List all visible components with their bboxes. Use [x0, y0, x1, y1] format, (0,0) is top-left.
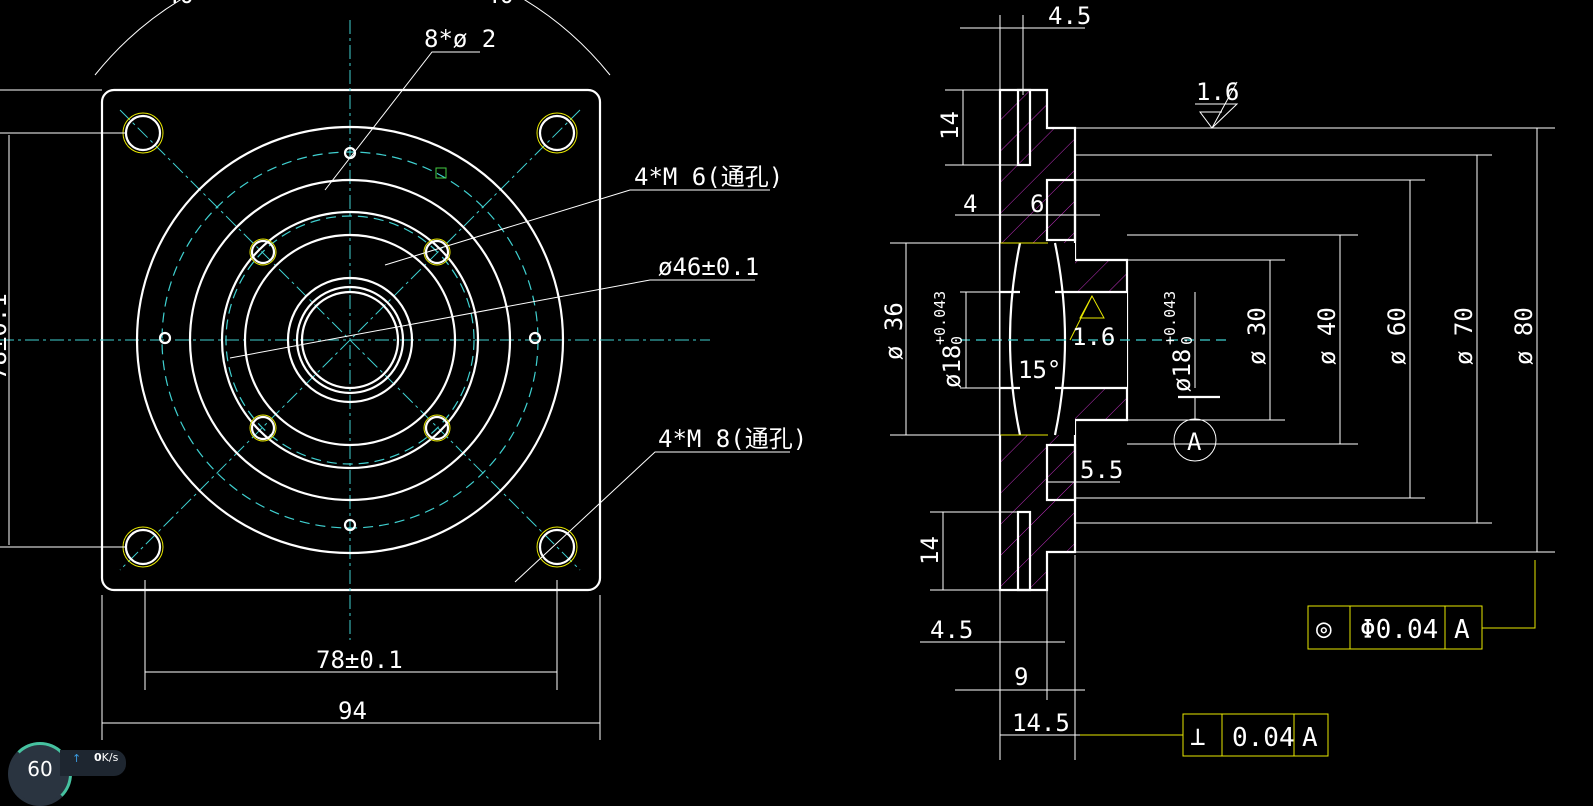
dim-d70: ø 70	[1450, 307, 1478, 365]
concentricity-leader	[1482, 560, 1536, 629]
chamfer-circle	[286, 276, 414, 404]
dim-5-5: 5.5	[1080, 456, 1123, 484]
upload-arrow-icon: ↑	[72, 752, 82, 765]
upper-groove	[1045, 178, 1077, 242]
left-vertical-label: 78±0.1	[0, 293, 12, 380]
small-holes-label: 8*ø 2	[424, 25, 496, 53]
angle-label-right: 40	[485, 0, 514, 9]
datum-a-circle	[1173, 418, 1217, 462]
perpendicularity-value: 0.04	[1232, 723, 1295, 753]
surface-finish-bore: 1.6	[1072, 323, 1115, 351]
diagonal-centerline	[119, 109, 581, 571]
network-speed-widget[interactable]: 60 ↑ 0K/s	[0, 742, 130, 806]
concentricity-datum: A	[1454, 615, 1470, 645]
speed-readout: 0K/s	[94, 751, 118, 764]
dim-4-5-top: 4.5	[1048, 2, 1091, 30]
angle-dimension-arc	[94, 0, 611, 76]
lower-groove	[1045, 443, 1077, 502]
dim-4-5-bottom: 4.5	[930, 616, 973, 644]
dim-9: 9	[1014, 663, 1028, 691]
upper-hole-section	[1016, 88, 1032, 167]
dim-d80: ø 80	[1510, 307, 1538, 365]
m6-label: 4*M 6(通孔)	[634, 163, 783, 191]
small-holes	[158, 146, 542, 532]
bore-circle	[295, 285, 405, 395]
m8-holes	[122, 112, 578, 568]
dim-d18-left: ø18	[938, 345, 966, 388]
boss-circle	[243, 233, 457, 447]
surface-finish-symbol	[1195, 103, 1239, 129]
d46-label: ø46±0.1	[658, 253, 759, 281]
dim-78-label: 78±0.1	[316, 646, 403, 674]
perpendicularity-datum: A	[1302, 723, 1318, 753]
dim-6: 6	[1030, 190, 1044, 218]
dim-14-top: 14	[936, 111, 964, 140]
datum-a-label: A	[1187, 428, 1202, 456]
hub-circle	[188, 178, 512, 502]
bore-inner-circle	[300, 290, 400, 390]
surface-finish-top: 1.6	[1196, 78, 1239, 106]
flange-outer-circle	[135, 125, 565, 555]
concentricity-symbol: ◎	[1316, 614, 1332, 644]
dim-d36: ø 36	[880, 302, 908, 360]
tol-lower-right: 0	[1178, 336, 1196, 345]
m6-bolt-circle	[225, 215, 475, 465]
perpendicularity-frame: ⊥ 0.04 A	[1182, 713, 1329, 757]
leader-d46	[229, 279, 755, 359]
cad-drawing-canvas[interactable]: 40 40 8*ø 2 4*M 6(通孔) ø46±0.1 4*M 8(通孔) …	[0, 0, 1593, 777]
speed-value: 0	[94, 751, 102, 764]
dim-d40: ø 40	[1313, 307, 1341, 365]
bolt-circle	[161, 151, 539, 529]
dim-4: 4	[963, 190, 977, 218]
tol-lower-left: 0	[948, 336, 966, 345]
angle-15: 15°	[1018, 356, 1061, 384]
dim-d30: ø 30	[1243, 307, 1271, 365]
side-view: A 4.5 1.6 14 4 6 ø 36 ø18 +0.043 0 15° 1…	[880, 2, 1555, 760]
tol-upper-left: +0.043	[931, 291, 949, 345]
concentricity-value: Φ0.04	[1360, 615, 1438, 645]
dim-14-bottom: 14	[916, 536, 944, 565]
dim-14-5: 14.5	[1012, 709, 1070, 737]
concentricity-frame: ◎ Φ0.04 A	[1307, 605, 1483, 650]
m8-label: 4*M 8(通孔)	[658, 425, 807, 453]
speed-unit: K/s	[101, 751, 119, 764]
step-circle	[220, 210, 480, 470]
angle-label-left: 40	[165, 0, 194, 9]
dim-94-label: 94	[338, 697, 367, 725]
front-view: 40 40 8*ø 2 4*M 6(通孔) ø46±0.1 4*M 8(通孔) …	[0, 0, 807, 740]
perpendicularity-symbol: ⊥	[1190, 722, 1206, 752]
upload-speed: ↑ 0K/s	[60, 750, 126, 776]
leader-m8	[514, 451, 790, 583]
lower-hole-section	[1016, 510, 1032, 592]
leader-m6	[384, 189, 770, 266]
dim-d18-right: ø18	[1168, 349, 1196, 392]
dim-d60: ø 60	[1383, 307, 1411, 365]
tol-upper-right: +0.043	[1161, 291, 1179, 345]
leader-8x2	[324, 51, 480, 191]
